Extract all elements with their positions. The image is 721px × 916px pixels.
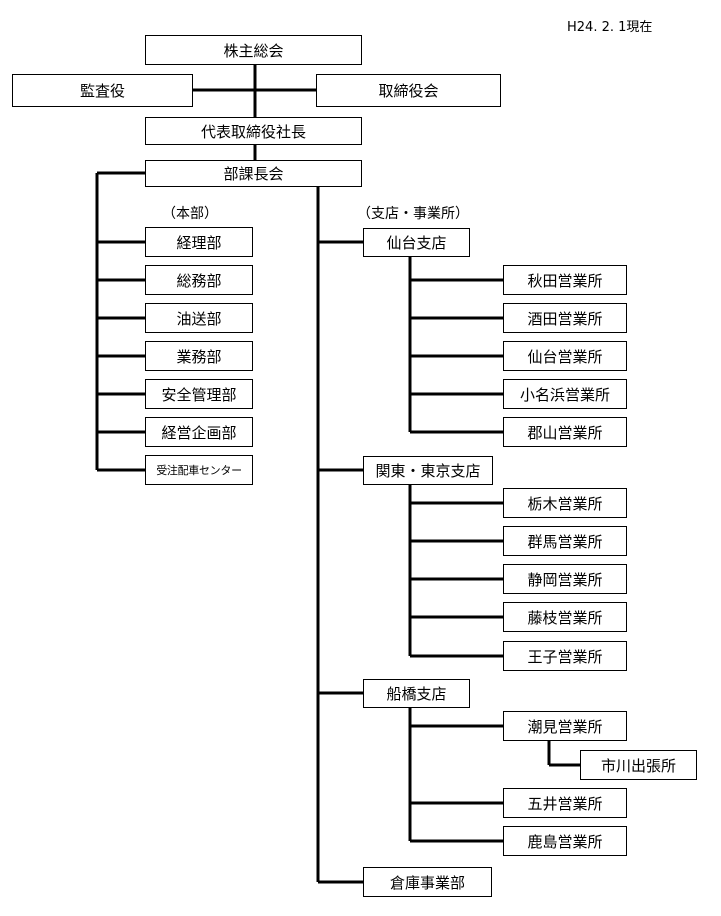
board-of-directors-box: 取締役会 [316,74,501,107]
office-box: 仙台営業所 [503,341,627,371]
shareholders-meeting-box: 株主総会 [145,35,362,65]
as-of-date: H24. 2. 1現在 [567,20,653,35]
office-box: 鹿島営業所 [503,826,627,856]
office-box: 秋田営業所 [503,265,627,295]
branch-box: 倉庫事業部 [363,867,492,897]
office-box: 藤枝営業所 [503,602,627,632]
office-box: 五井営業所 [503,788,627,818]
department-box: 総務部 [145,265,253,295]
sub-office-box: 市川出張所 [580,750,697,780]
office-box: 王子営業所 [503,641,627,671]
office-box: 潮見営業所 [503,711,627,741]
department-box: 受注配車センター [145,455,253,485]
managers-meeting-box: 部課長会 [145,160,362,187]
branches-label: （支店・事業所） [357,206,469,222]
office-box: 静岡営業所 [503,564,627,594]
auditor-box: 監査役 [12,74,193,107]
department-box: 経理部 [145,227,253,257]
hq-label: （本部） [162,206,218,222]
office-box: 小名浜営業所 [503,379,627,409]
office-box: 酒田営業所 [503,303,627,333]
department-box: 経営企画部 [145,417,253,447]
department-box: 油送部 [145,303,253,333]
president-box: 代表取締役社長 [145,117,362,145]
office-box: 郡山営業所 [503,417,627,447]
department-box: 安全管理部 [145,379,253,409]
branch-box: 仙台支店 [363,228,470,257]
department-box: 業務部 [145,341,253,371]
office-box: 群馬営業所 [503,526,627,556]
branch-box: 船橋支店 [363,679,470,708]
branch-box: 関東・東京支店 [363,456,493,485]
office-box: 栃木営業所 [503,488,627,518]
